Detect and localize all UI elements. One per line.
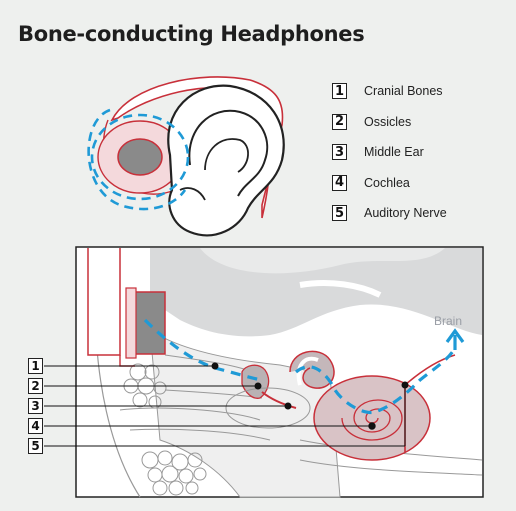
legend-number: 2 bbox=[332, 114, 347, 130]
ear-with-headphone-illustration bbox=[89, 77, 284, 235]
callout-cranial-bones: 1 bbox=[28, 358, 43, 374]
brain-label: Brain bbox=[434, 314, 462, 328]
headphone-pad-inner bbox=[118, 139, 162, 175]
legend-item-cochlea: 4 Cochlea bbox=[332, 172, 447, 194]
callout-middle-ear: 3 bbox=[28, 398, 43, 414]
legend-item-ossicles: 2 Ossicles bbox=[332, 111, 447, 133]
cross-section-panel bbox=[44, 247, 483, 497]
legend-label: Cochlea bbox=[364, 176, 410, 190]
legend-item-cranial-bones: 1 Cranial Bones bbox=[332, 80, 447, 102]
legend: 1 Cranial Bones 2 Ossicles 3 Middle Ear … bbox=[332, 80, 447, 233]
legend-label: Middle Ear bbox=[364, 145, 424, 159]
callout-auditory-nerve: 5 bbox=[28, 438, 43, 454]
headphone-side-section bbox=[88, 248, 120, 355]
legend-number: 4 bbox=[332, 175, 347, 191]
callout-cochlea: 4 bbox=[28, 418, 43, 434]
ear-outline bbox=[168, 86, 283, 236]
callout-ossicles: 2 bbox=[28, 378, 43, 394]
legend-number: 5 bbox=[332, 205, 347, 221]
legend-label: Cranial Bones bbox=[364, 84, 443, 98]
legend-number: 1 bbox=[332, 83, 347, 99]
legend-item-middle-ear: 3 Middle Ear bbox=[332, 141, 447, 163]
legend-number: 3 bbox=[332, 144, 347, 160]
legend-item-auditory-nerve: 5 Auditory Nerve bbox=[332, 202, 447, 224]
legend-label: Auditory Nerve bbox=[364, 206, 447, 220]
legend-label: Ossicles bbox=[364, 115, 411, 129]
